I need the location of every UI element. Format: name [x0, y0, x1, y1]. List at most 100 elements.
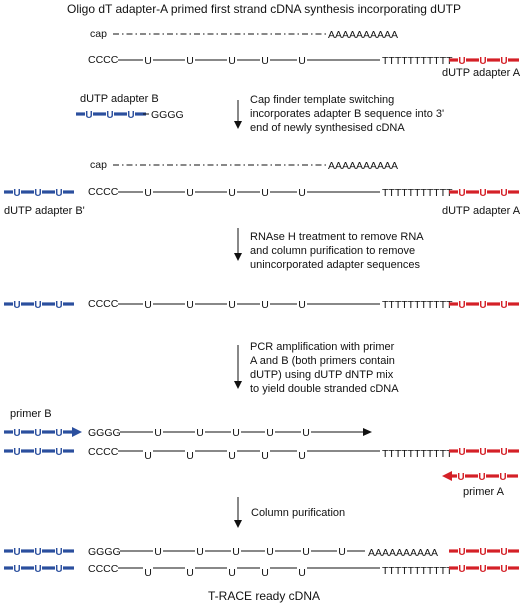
dutp-label: U — [458, 300, 465, 311]
step4-line1: Column purification — [251, 507, 345, 519]
dutp-label: U — [13, 547, 20, 558]
dutp-label: U — [458, 188, 465, 199]
uracil-label: U — [228, 567, 236, 579]
primer-b-label: primer B — [10, 408, 52, 420]
uracil-label: U — [261, 567, 269, 579]
step2-line2: and column purification to remove — [250, 245, 415, 257]
dutp-label: U — [34, 547, 41, 558]
step3-line2: A and B (both primers contain — [250, 355, 395, 367]
cccc-2: CCCC — [88, 186, 119, 198]
dutp-label: U — [479, 300, 486, 311]
dutp-label: U — [55, 447, 62, 458]
footer-caption: T-RACE ready cDNA — [208, 589, 320, 603]
uracil-label: U — [228, 450, 236, 462]
adapter-b-label: dUTP adapter B — [80, 93, 159, 105]
uracil-label: U — [228, 299, 236, 311]
dutp-label: U — [458, 56, 465, 67]
dutp-label: U — [478, 472, 485, 483]
uracil-label: U — [228, 187, 236, 199]
uracil-label: U — [261, 299, 269, 311]
dutp-label: U — [34, 188, 41, 199]
uracil-label: U — [266, 546, 274, 558]
cccc-1: CCCC — [88, 54, 119, 66]
step2-line3: unincorporated adapter sequences — [250, 259, 421, 271]
uracil-label: U — [144, 299, 152, 311]
dutp-label: U — [13, 300, 20, 311]
dutp-label: U — [55, 428, 62, 439]
uracil-label: U — [261, 450, 269, 462]
dutp-label: U — [13, 428, 20, 439]
dutp-label: U — [13, 447, 20, 458]
uracil-label: U — [186, 55, 194, 67]
uracil-label: U — [302, 546, 310, 558]
primer-a-label: primer A — [463, 486, 505, 498]
dutp-label: U — [500, 56, 507, 67]
extension-arrow-head — [363, 428, 372, 436]
uracil-label: U — [154, 546, 162, 558]
dutp-label: U — [34, 447, 41, 458]
dutp-label: U — [34, 300, 41, 311]
dutp-label: U — [13, 188, 20, 199]
dutp-label: U — [55, 564, 62, 575]
cccc-4: CCCC — [88, 446, 119, 458]
polyt-3: TTTTTTTTTTT — [382, 299, 453, 311]
dutp-label: U — [55, 188, 62, 199]
polya-2: AAAAAAAAAA — [328, 160, 398, 172]
uracil-label: U — [232, 546, 240, 558]
dutp-label: U — [479, 447, 486, 458]
dutp-label: U — [55, 300, 62, 311]
dutp-label: U — [500, 447, 507, 458]
uracil-label: U — [186, 299, 194, 311]
dutp-label: U — [55, 547, 62, 558]
cap-label-1: cap — [90, 28, 107, 40]
dutp-label: U — [500, 564, 507, 575]
uracil-label: U — [154, 427, 162, 439]
dutp-label: U — [500, 188, 507, 199]
uracil-label: U — [338, 546, 346, 558]
step1-line2: incorporates adapter B sequence into 3' — [250, 108, 444, 120]
polyt-5: TTTTTTTTTTT — [382, 565, 453, 577]
dutp-label: U — [458, 547, 465, 558]
uracil-label: U — [298, 55, 306, 67]
step1-line1: Cap finder template switching — [250, 94, 394, 106]
step3-line3: dUTP) using dUTP dNTP mix — [250, 369, 394, 381]
dutp-label: U — [127, 110, 134, 121]
dutp-label: U — [13, 564, 20, 575]
uracil-label: U — [186, 450, 194, 462]
polyt-2: TTTTTTTTTTT — [382, 187, 453, 199]
polyt-1: TTTTTTTTTTT — [382, 55, 453, 67]
diagram-title: Oligo dT adapter-A primed first strand c… — [67, 2, 461, 16]
uracil-label: U — [186, 187, 194, 199]
uracil-label: U — [298, 299, 306, 311]
step1-line3: end of newly synthesised cDNA — [250, 122, 405, 134]
dutp-label: U — [85, 110, 92, 121]
step3-line1: PCR amplification with primer — [250, 341, 395, 353]
gggg-4: GGGG — [88, 427, 121, 439]
dutp-label: U — [34, 428, 41, 439]
cccc-5: CCCC — [88, 563, 119, 575]
cccc-3: CCCC — [88, 298, 119, 310]
dutp-label: U — [499, 472, 506, 483]
primer-arrow-head — [442, 471, 452, 481]
adapter-b-prime-label: dUTP adapter B' — [4, 205, 85, 217]
step3-line4: to yield double stranded cDNA — [250, 383, 399, 395]
uracil-label: U — [261, 55, 269, 67]
dutp-label: U — [500, 547, 507, 558]
uracil-label: U — [232, 427, 240, 439]
uracil-label: U — [266, 427, 274, 439]
uracil-label: U — [298, 187, 306, 199]
uracil-label: U — [144, 450, 152, 462]
dutp-label: U — [458, 564, 465, 575]
